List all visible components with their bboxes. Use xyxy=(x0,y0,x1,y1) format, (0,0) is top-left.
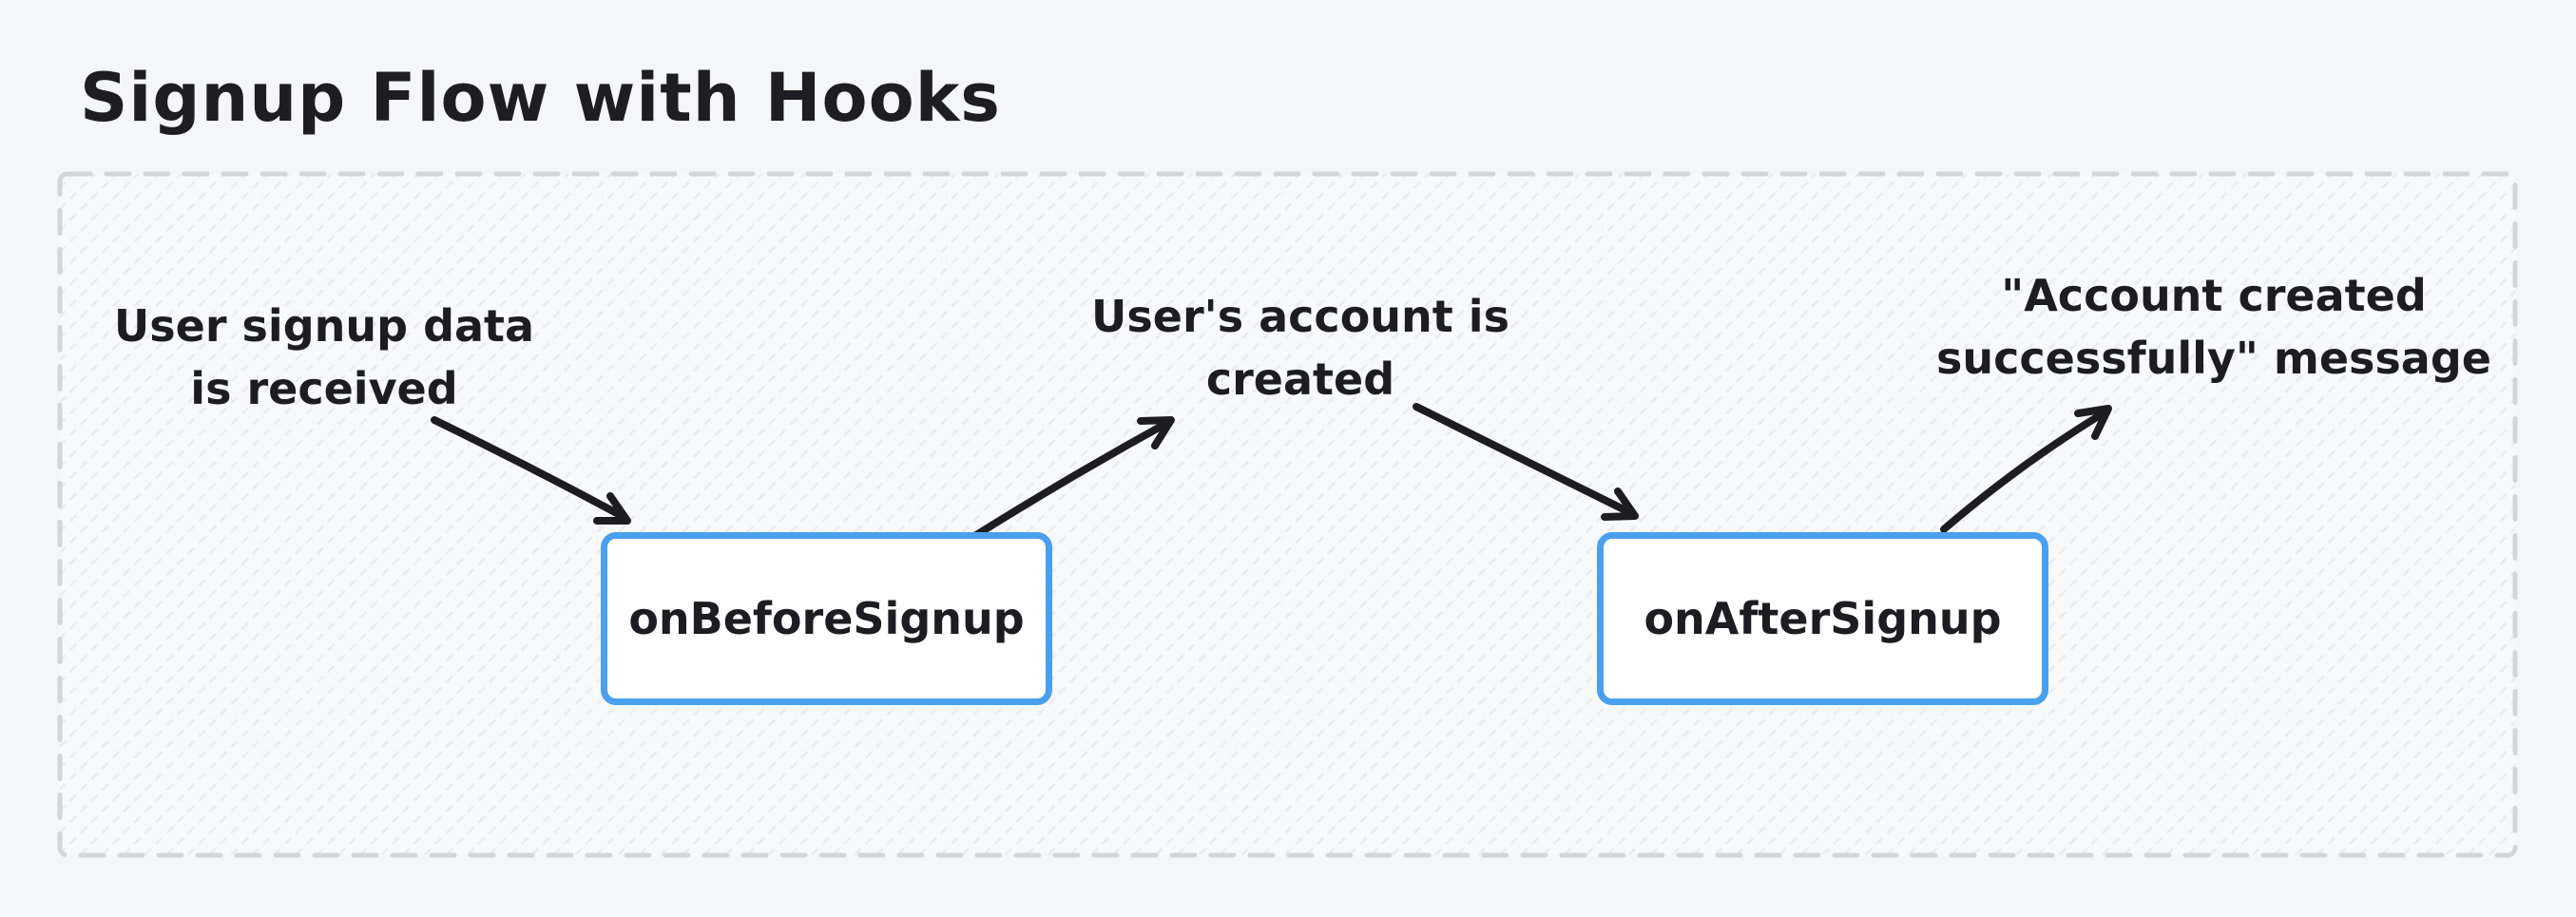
arrow-shaft xyxy=(431,416,627,521)
annotation-line: "Account created xyxy=(2001,270,2427,321)
arrow-shaft xyxy=(972,419,1171,539)
annotation-account-created: User's account is created xyxy=(1034,285,1567,411)
arrow-head xyxy=(1601,487,1639,521)
annotation-signup-data-received: User signup data is received xyxy=(77,295,571,420)
node-onaftersignup: onAfterSignup xyxy=(1597,532,2048,705)
arrow-account-created-to-onaftersignup xyxy=(1413,403,1639,521)
arrow-signup-data-to-onbeforesignup xyxy=(431,416,631,525)
annotation-line: successfully" message xyxy=(1936,333,2491,384)
annotation-line: created xyxy=(1205,353,1395,405)
node-onbeforesignup-label: onBeforeSignup xyxy=(628,593,1025,644)
arrow-head xyxy=(593,492,631,525)
node-onbeforesignup: onBeforeSignup xyxy=(601,532,1052,705)
arrow-head xyxy=(1137,416,1175,449)
annotation-line: is received xyxy=(190,363,458,414)
arrow-shaft xyxy=(1413,403,1635,517)
annotation-line: User's account is xyxy=(1091,291,1509,342)
arrow-onbeforesignup-to-account-created xyxy=(972,416,1175,539)
flow-container-border xyxy=(57,171,2518,858)
annotation-line: User signup data xyxy=(113,300,535,352)
annotation-success-message: "Account created successfully" message xyxy=(1919,264,2509,390)
arrow-shaft xyxy=(1940,409,2108,533)
diagram-title: Signup Flow with Hooks xyxy=(80,59,1001,137)
arrow-head xyxy=(2074,405,2112,440)
node-onaftersignup-label: onAfterSignup xyxy=(1644,593,2002,644)
arrow-onaftersignup-to-success-message xyxy=(1940,405,2112,533)
